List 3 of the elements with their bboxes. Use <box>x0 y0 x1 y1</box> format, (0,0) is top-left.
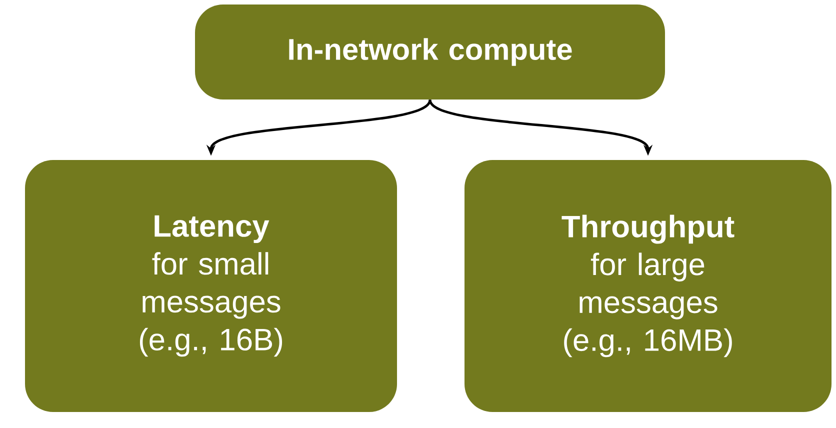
category-box: Throughput for large messages (e.g., 16MB) <box>464 160 832 412</box>
category-box: Latency for small messages (e.g., 16B) <box>25 160 397 412</box>
title-box: In-network compute <box>195 4 665 100</box>
